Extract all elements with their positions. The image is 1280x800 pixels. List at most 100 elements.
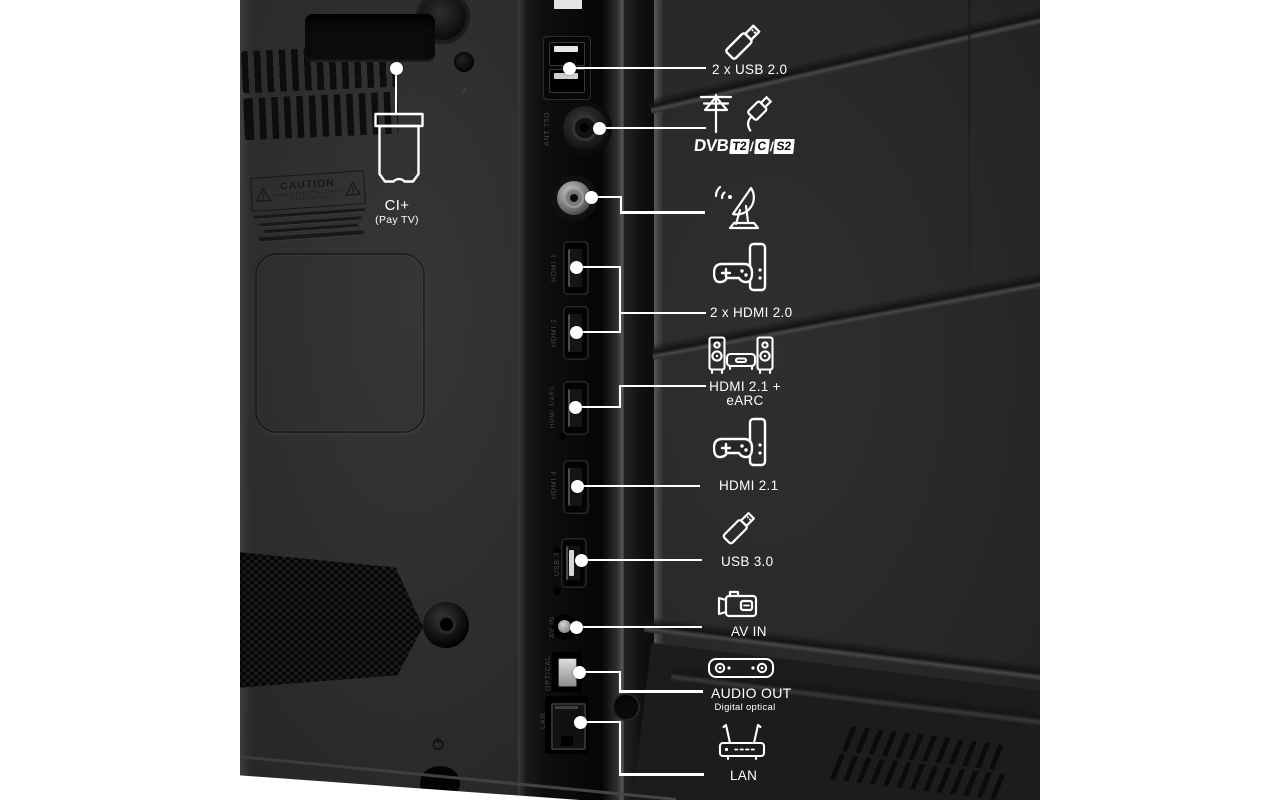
callout-line-lan — [618, 773, 704, 776]
lan-port — [545, 696, 589, 754]
callout-dot-hdmi3 — [568, 400, 582, 414]
usb-tongue — [554, 73, 578, 79]
callout-line-earc — [619, 384, 706, 388]
screw-hole — [553, 547, 561, 555]
panel-seam — [968, 0, 971, 330]
satellite-f-hole — [570, 194, 578, 202]
callout-dot-hdmi2 — [569, 325, 583, 339]
callout-line-usb3 — [581, 558, 702, 562]
wifi-router-icon — [718, 723, 766, 761]
callout-line-satellite — [619, 211, 705, 214]
back-cover-recess-outline — [255, 253, 425, 433]
power-symbol-icon — [432, 737, 444, 750]
game-console-icon — [713, 242, 767, 292]
hdmi21-earc-label-line2: eARC — [726, 393, 764, 408]
hdmi2-embossed-label: HDMI 2 — [551, 318, 558, 348]
callout-line-dvb — [599, 126, 706, 130]
callout-line-satellite — [619, 195, 622, 214]
audio-out-sublabel: Digital optical — [714, 702, 776, 713]
ant-embossed-label: ANT 75Ω — [544, 111, 551, 147]
soundbar-icon — [708, 658, 774, 678]
hdmi3-embossed-label: HDMI 3/ARC — [550, 385, 556, 429]
warning-triangle-icon — [345, 180, 362, 196]
antenna-rf-hole — [580, 123, 589, 132]
usb3-tongue — [569, 550, 574, 576]
port-sticker — [554, 0, 582, 9]
screw-hole — [454, 52, 474, 72]
lan-label: LAN — [730, 768, 758, 783]
callout-line-hdmi2 — [576, 330, 621, 334]
ports-recess-wall — [602, 0, 624, 800]
callout-line-hdmi4 — [577, 484, 700, 488]
hdmi4-embossed-label: HDMI 4 — [551, 470, 558, 500]
callout-dot-usb2 — [562, 61, 576, 75]
tv-rear-photo: CAUTION RISK OF ELECTRIC SHOCK DO NOT OP… — [240, 0, 1040, 800]
avin-embossed-label: AV IN — [549, 616, 556, 638]
callout-bracket-lan — [618, 720, 622, 776]
optical-embossed-label: OPTICAL — [545, 655, 552, 691]
callout-dot-hdmi4 — [570, 479, 584, 493]
callout-line-hdmi3 — [575, 405, 621, 409]
callout-line-lan — [580, 720, 621, 724]
lan-embossed-label: LAN — [540, 712, 547, 730]
callout-dot-satellite — [584, 190, 598, 204]
hdmi21-earc-label-line1: HDMI 2.1 + — [709, 379, 781, 394]
dvb-t2-c-s2-logo: DVB T2 / C / S2 — [693, 136, 795, 156]
ci-label: CI+ — [384, 197, 410, 214]
callout-bracket-hdmi12 — [618, 265, 622, 334]
satellite-dish-icon — [714, 185, 760, 230]
avin-label: AV IN — [731, 624, 767, 639]
usb2-label: 2 x USB 2.0 — [712, 62, 788, 77]
dvb-badge-s2: S2 — [773, 138, 795, 154]
hdmi1-embossed-label: HDMI 1 — [551, 253, 558, 283]
callout-dot-antenna — [592, 121, 606, 135]
audio-out-label: AUDIO OUT — [711, 685, 792, 701]
ci-card-icon — [374, 112, 424, 183]
game-console-icon — [713, 417, 767, 467]
usb-tongue — [554, 46, 578, 52]
callout-line-audio — [618, 690, 703, 693]
hdmi20-label: 2 x HDMI 2.0 — [710, 305, 793, 320]
speaker-vent-perforated — [240, 552, 423, 688]
mount-hole — [614, 695, 638, 719]
callout-dot-avin — [569, 620, 583, 634]
callout-bracket-hdmi3 — [618, 384, 622, 409]
antenna-and-cable-icon — [699, 93, 773, 134]
av-in-jack-ring — [558, 620, 571, 633]
screw-hole — [559, 433, 566, 440]
caution-texts: CAUTION RISK OF ELECTRIC SHOCK DO NOT OP… — [270, 177, 345, 205]
ci-sublabel: (Pay TV) — [375, 214, 419, 226]
callout-dot-ci — [389, 61, 403, 75]
lan-clip-notch — [561, 736, 573, 746]
boss-center-hole — [440, 618, 453, 631]
callout-dot-lan — [573, 715, 587, 729]
speakers-soundbar-icon — [708, 336, 774, 375]
callout-line-satellite — [591, 195, 622, 199]
ci-slot-opening — [305, 14, 435, 62]
callout-line-hdmi1 — [576, 265, 621, 269]
dvb-badge-t2: T2 — [729, 138, 751, 154]
callout-line-usb2 — [569, 66, 706, 70]
usb3-label: USB 3.0 — [721, 554, 774, 569]
usb3-embossed-label: USB 3 — [554, 551, 561, 577]
callout-line-ci — [394, 74, 398, 114]
callout-dot-usb3 — [574, 553, 588, 567]
cover-edge-highlight — [654, 0, 663, 800]
caution-box: CAUTION RISK OF ELECTRIC SHOCK DO NOT OP… — [249, 170, 367, 212]
callout-bracket-audio — [618, 670, 622, 693]
arrow-mark-icon — [460, 86, 468, 96]
warning-triangle-icon — [255, 186, 272, 202]
usb-flash-drive-icon — [722, 512, 755, 545]
screw-hole — [553, 587, 561, 595]
usb-flash-drive-icon — [725, 24, 761, 60]
callout-line-hdmi20 — [619, 311, 706, 315]
camcorder-icon — [717, 590, 758, 618]
callout-line-avin — [576, 625, 702, 629]
dvb-word: DVB — [693, 136, 730, 155]
callout-line-audio — [579, 670, 621, 674]
callout-dot-hdmi1 — [569, 260, 583, 274]
callout-dot-audio — [572, 665, 586, 679]
hdmi21-label: HDMI 2.1 — [719, 478, 779, 493]
lan-pins — [555, 706, 578, 709]
